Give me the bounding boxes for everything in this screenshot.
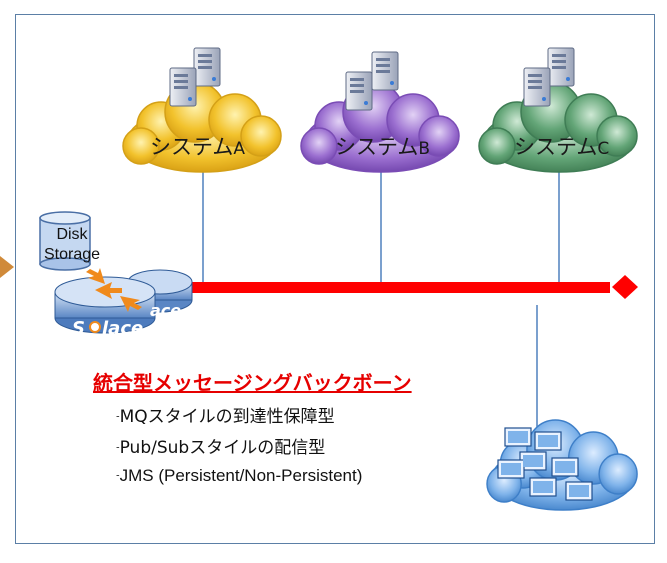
backbone-title: 統合型メッセージングバックボーン — [93, 371, 412, 395]
feature-item: -MQスタイルの到達性保障型 — [116, 407, 335, 427]
message-bus — [130, 282, 610, 293]
system-a-label: システムA — [150, 135, 246, 159]
system-b-label: システムB — [335, 135, 431, 159]
disk-storage-label: Disk Storage — [43, 226, 101, 263]
incoming-arrow-icon — [0, 256, 14, 278]
svg-text:lace: lace — [102, 318, 143, 339]
disk-storage-icon — [39, 211, 91, 271]
client-computers-icon — [497, 427, 593, 501]
diagram-frame — [15, 14, 655, 544]
svg-text:ace: ace — [150, 301, 181, 320]
feature-item: -Pub/Subスタイルの配信型 — [116, 438, 326, 458]
feature-item: -JMS (Persistent/Non-Persistent) — [116, 466, 363, 485]
bus-end-diamond-icon — [612, 275, 638, 299]
system-c-label: システムC — [514, 135, 610, 159]
solace-router-icon: S lace ace — [54, 268, 193, 339]
svg-text:S: S — [72, 318, 85, 339]
